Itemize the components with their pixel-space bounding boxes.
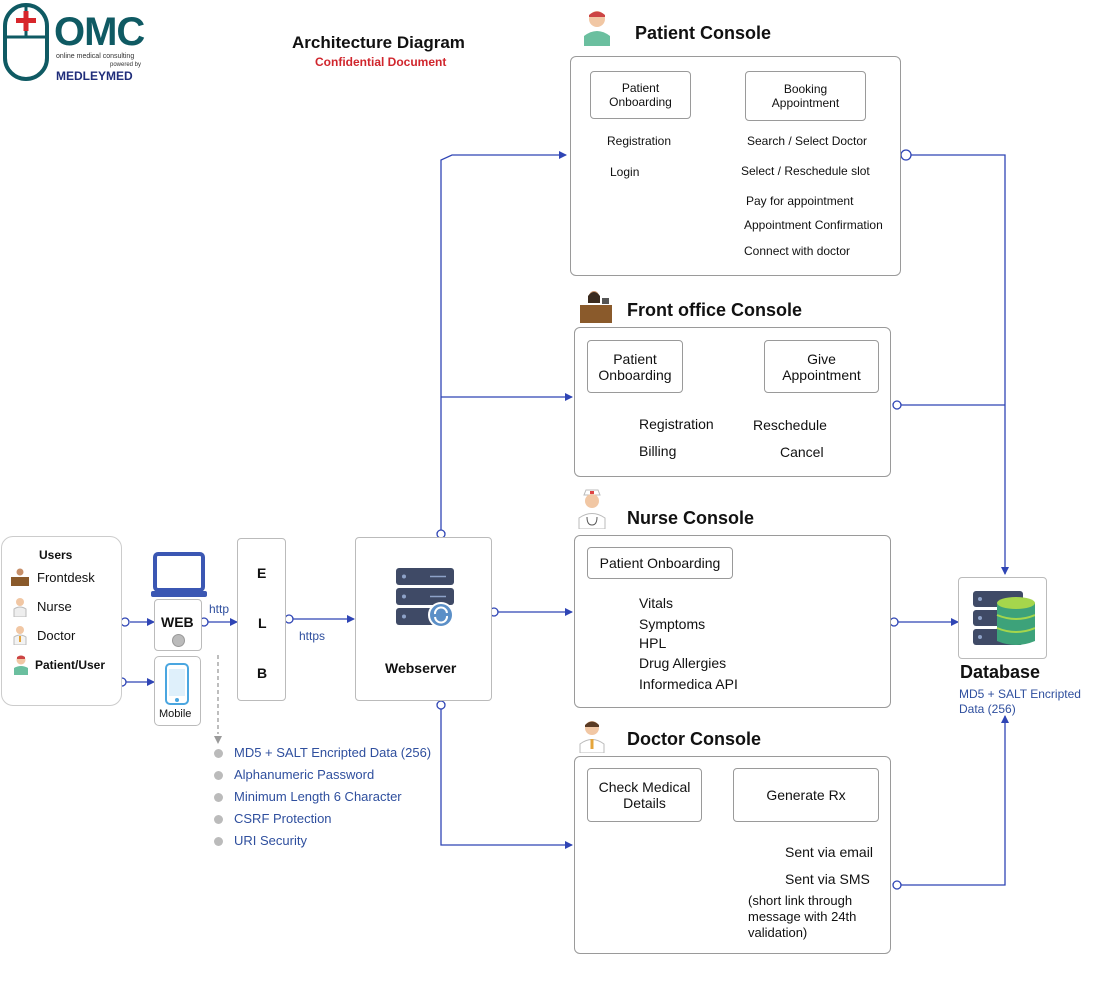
- elb-box: [237, 538, 286, 701]
- patient-icon: [12, 655, 30, 675]
- database-icon: [973, 589, 1036, 649]
- users-box: [1, 536, 122, 706]
- nurse-console-icon: [577, 489, 607, 530]
- doctor-item: Sent via email: [785, 844, 873, 860]
- brand-name: OMC: [54, 10, 145, 54]
- security-item: MD5 + SALT Encripted Data (256): [234, 745, 432, 760]
- smartphone-icon: [165, 663, 189, 705]
- patient-registration: Registration: [607, 134, 672, 148]
- database-note: MD5 + SALT Encripted Data (256): [959, 687, 1081, 716]
- https-label: https: [299, 629, 326, 643]
- page-title: Architecture Diagram: [292, 33, 465, 52]
- mobile-label: Mobile: [159, 708, 192, 720]
- user-nurse: Nurse: [37, 599, 72, 614]
- front-office-icon: [580, 289, 612, 323]
- webserver-label: Webserver: [385, 660, 457, 676]
- database-title: Database: [960, 662, 1041, 682]
- omc-logo: OMC online medical consulting powered by…: [2, 2, 150, 84]
- security-bullet: [214, 749, 223, 758]
- elb-letter-b: B: [257, 665, 268, 681]
- patient-login: Login: [610, 165, 640, 179]
- nurse-item: Drug Allergies: [639, 655, 727, 671]
- security-item: CSRF Protection: [234, 811, 332, 826]
- frontdesk-icon: [10, 568, 30, 586]
- nurse-item: Symptoms: [639, 616, 706, 632]
- web-home-button-icon: [172, 634, 185, 647]
- patient-action: Appointment Confirmation: [744, 218, 883, 232]
- patient-onboarding-box: Patient Onboarding: [590, 71, 691, 119]
- user-patient: Patient/User: [35, 658, 106, 672]
- nurse-item: HPL: [639, 635, 667, 651]
- page-subtitle: Confidential Document: [315, 55, 447, 69]
- elb-letter-e: E: [257, 565, 267, 581]
- patient-action: Select / Reschedule slot: [741, 164, 870, 178]
- check-medical-details-box: Check Medical Details: [587, 768, 702, 822]
- user-frontdesk: Frontdesk: [37, 570, 95, 585]
- front-office-console-title: Front office Console: [627, 300, 802, 320]
- front-billing: Billing: [639, 443, 677, 459]
- http-label: http: [209, 602, 230, 616]
- front-cancel: Cancel: [780, 444, 824, 460]
- give-appointment-box: Give Appointment: [764, 340, 879, 393]
- nurse-item: Informedica API: [639, 676, 738, 692]
- security-item: URI Security: [234, 833, 307, 848]
- nurse-item: Vitals: [639, 595, 673, 611]
- doctor-item: Sent via SMS: [785, 871, 870, 887]
- doctor-icon: [12, 625, 28, 646]
- brand-tagline: online medical consulting: [56, 53, 135, 60]
- company-name: MEDLEYMED: [56, 69, 133, 83]
- web-label: WEB: [161, 614, 194, 630]
- security-bullet: [214, 815, 223, 824]
- powered-by: powered by: [110, 62, 142, 68]
- security-bullet: [214, 771, 223, 780]
- nurse-icon: [12, 597, 28, 618]
- patient-console-title: Patient Console: [635, 23, 772, 43]
- user-doctor: Doctor: [37, 628, 76, 643]
- patient-console-icon: [582, 8, 612, 46]
- front-reschedule: Reschedule: [753, 417, 827, 433]
- security-item: Alphanumeric Password: [234, 767, 375, 782]
- generate-rx-box: Generate Rx: [733, 768, 879, 822]
- elb-letter-l: L: [258, 615, 267, 631]
- laptop-icon: [151, 552, 207, 598]
- doctor-console-title: Doctor Console: [627, 729, 762, 749]
- nurse-patient-onboarding-box: Patient Onboarding: [587, 547, 733, 579]
- server-icon: [396, 568, 454, 630]
- security-bullet: [214, 837, 223, 846]
- security-bullet: [214, 793, 223, 802]
- doctor-console-icon: [578, 719, 606, 754]
- patient-action: Pay for appointment: [746, 194, 854, 208]
- booking-appointment-box: Booking Appointment: [745, 71, 866, 121]
- patient-action: Connect with doctor: [744, 244, 851, 258]
- nurse-console-title: Nurse Console: [627, 508, 755, 528]
- front-registration: Registration: [639, 416, 714, 432]
- patient-action: Search / Select Doctor: [747, 134, 868, 148]
- front-patient-onboarding-box: Patient Onboarding: [587, 340, 683, 393]
- mouse-logo-icon: [3, 3, 49, 81]
- doctor-sms-note: (short link through message with 24th va…: [748, 893, 857, 940]
- users-title: Users: [39, 548, 73, 562]
- security-item: Minimum Length 6 Character: [234, 789, 402, 804]
